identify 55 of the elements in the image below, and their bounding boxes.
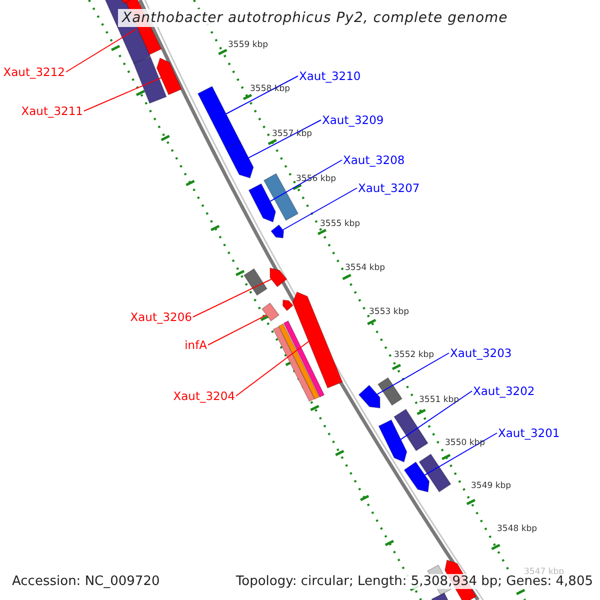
leader-line	[236, 341, 310, 396]
gene-label: Xaut_3208	[343, 153, 405, 167]
leader-line	[376, 352, 450, 395]
gene-label: Xaut_3210	[299, 69, 361, 83]
gene-feature	[197, 86, 241, 150]
gene-label: infA	[184, 338, 207, 352]
leader-line	[66, 28, 137, 72]
gene-feature	[358, 384, 380, 408]
gene-feature	[377, 377, 403, 406]
scale-label: 3552 kbp	[394, 350, 434, 360]
gene-label: Xaut_3202	[473, 384, 535, 398]
scale-label: 3557 kbp	[272, 129, 312, 139]
gene-label: Xaut_3203	[450, 346, 512, 360]
gene-feature	[156, 57, 182, 96]
scale-label: 3549 kbp	[471, 481, 512, 491]
footer-text: Accession: NC_009720	[10, 574, 162, 589]
gene-label: Xaut_3207	[358, 181, 420, 195]
gene-feature	[243, 268, 268, 296]
leader-line	[248, 120, 322, 158]
leader-line	[226, 76, 298, 114]
gene-feature	[431, 592, 451, 600]
gene-label: Xaut_3204	[173, 389, 235, 403]
gene-label: Xaut_3212	[3, 65, 65, 79]
leader-line	[84, 77, 162, 112]
leader-line	[424, 432, 498, 476]
footer-text: Topology: circular; Length: 5,308,934 bp; Genes: 4,805	[234, 574, 595, 589]
gene-feature	[225, 140, 254, 178]
scale-label: 3548 kbp	[497, 524, 538, 534]
leader-line	[192, 278, 272, 318]
leader-line	[270, 160, 342, 202]
scale-label: 3553 kbp	[369, 307, 410, 317]
gene-label: Xaut_3211	[21, 104, 83, 118]
scale-label: 3554 kbp	[345, 263, 386, 273]
gene-feature	[270, 224, 284, 238]
gene-feature	[404, 461, 430, 492]
leader-line	[400, 390, 472, 440]
scale-label: 3558 kbp	[250, 84, 290, 94]
leader-line	[208, 314, 267, 346]
scale-label: 3559 kbp	[228, 40, 268, 50]
gene-label: Xaut_3206	[130, 310, 192, 324]
scale-label: 3555 kbp	[320, 219, 360, 229]
gene-feature	[270, 268, 288, 288]
leader-line	[282, 188, 358, 230]
scale-label: 3547 kbp	[524, 567, 564, 577]
gene-feature	[378, 419, 408, 463]
gene-feature	[261, 302, 280, 322]
gene-label: Xaut_3209	[322, 113, 384, 127]
gene-feature	[418, 454, 452, 492]
gene-feature	[282, 300, 294, 312]
gene-label: Xaut_3201	[498, 426, 560, 440]
gene-feature	[292, 291, 343, 389]
gene-feature	[248, 183, 276, 223]
scale-label: 3551 kbp	[419, 395, 460, 405]
gene-feature	[133, 56, 167, 104]
gene-feature	[394, 408, 428, 452]
